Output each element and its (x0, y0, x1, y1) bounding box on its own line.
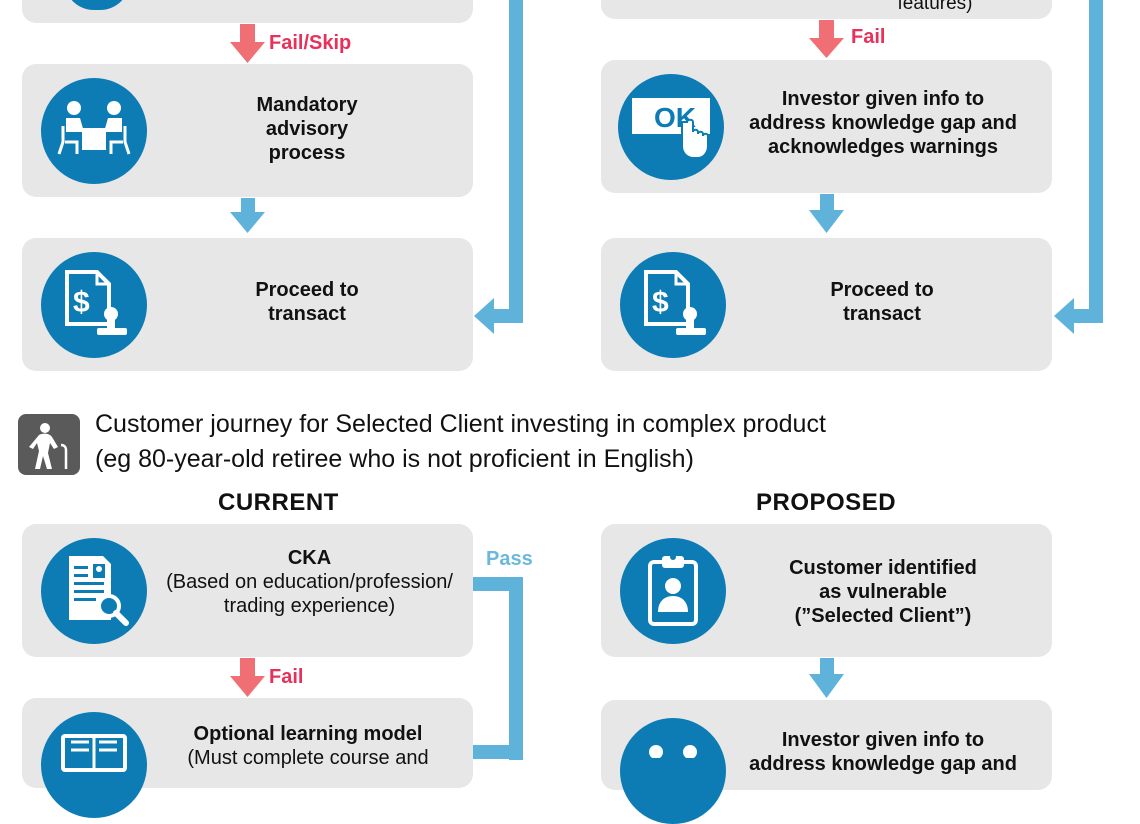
meeting-icon (649, 745, 697, 758)
elderly-person-icon (29, 422, 68, 469)
cut-card-top-right-text: features) (897, 0, 973, 14)
pass-connector-top-left (490, 0, 523, 323)
meeting-icon (57, 101, 131, 155)
investor-line-1: Investor given info to (781, 88, 985, 110)
investor-info-text: Investor given info to address knowledge… (744, 87, 1022, 159)
section-title-line-1: Customer journey for Selected Client inv… (95, 410, 826, 438)
proceed-text-right: Proceed to transact (787, 278, 977, 326)
fail-arrow-bottom-left (230, 658, 265, 697)
svg-text:$: $ (652, 286, 669, 319)
selected-line-1: Customer identified (789, 557, 977, 579)
proposed-column-title: PROPOSED (756, 489, 897, 516)
fail-arrow-top-left (230, 24, 265, 63)
ok-icon-circle: OK (618, 74, 724, 180)
investor-info-card: OK Investor given info to address knowle… (601, 60, 1052, 193)
elderly-person-badge (18, 414, 80, 475)
cka-line-1: (Based on education/profession/ (166, 571, 453, 593)
selected-line-3: (”Selected Client”) (794, 605, 972, 627)
pass-connector-top-right (1070, 0, 1103, 323)
section-title-line-2: (eg 80-year-old retiree who is not profi… (95, 445, 694, 473)
learning-title: Optional learning model (193, 723, 423, 745)
proceed-right-line-1: Proceed to (830, 279, 934, 301)
proceed-card-right: $ Proceed to transact (601, 238, 1052, 371)
cka-text: CKA (Based on education/profession/ trad… (157, 546, 462, 618)
selected-line-2: as vulnerable (819, 581, 947, 603)
advisory-line-3: process (268, 142, 346, 164)
pass-label-bottom-left: Pass (486, 548, 533, 570)
cut-card-top-right (601, 0, 1052, 19)
document-stamp-icon: $ (644, 270, 706, 335)
book-icon (61, 734, 127, 772)
resume-search-icon (69, 556, 129, 626)
ok-button-icon: OK (632, 98, 710, 159)
current-column-title: CURRENT (218, 489, 339, 516)
proceed-left-line-2: transact (268, 303, 346, 325)
transact-icon-circle-right: $ (620, 252, 726, 358)
transact-icon-circle-left: $ (41, 252, 147, 358)
proceed-card-left: $ Proceed to transact (22, 238, 473, 371)
clipboard-person-icon (648, 554, 698, 626)
proceed-text-left: Proceed to transact (212, 278, 402, 326)
cut-card-top-left (22, 0, 473, 23)
down-arrow-top-right (809, 194, 844, 233)
down-arrow-top-left (230, 198, 265, 233)
pass-connector-bottom-left (472, 577, 523, 760)
down-arrow-bottom-right (809, 658, 844, 698)
investor-bottom-line-2: address knowledge gap and (749, 753, 1017, 775)
investor-line-2: address knowledge gap and (749, 112, 1017, 134)
connector-layer (230, 0, 1103, 760)
learning-text: Optional learning model (Must complete c… (172, 722, 444, 770)
advisory-line-1: Mandatory (256, 94, 358, 116)
investor-info-text-bottom: Investor given info to address knowledge… (744, 728, 1022, 776)
learning-icon-circle (41, 712, 147, 818)
investor-bottom-line-1: Investor given info to (781, 729, 985, 751)
fail-label-top-right: Fail (851, 26, 886, 48)
selected-client-text: Customer identified as vulnerable (”Sele… (769, 556, 997, 628)
learning-card: Optional learning model (Must complete c… (22, 698, 473, 818)
meeting-icon-circle-bottom (620, 718, 726, 824)
fail-skip-label-top-left: Fail/Skip (269, 32, 352, 54)
proceed-left-line-1: Proceed to (255, 279, 359, 301)
advisory-line-2: advisory (265, 118, 349, 140)
investor-info-card-bottom: Investor given info to address knowledge… (601, 700, 1052, 824)
pass-arrowhead-top-left (474, 298, 494, 334)
cka-card: CKA (Based on education/profession/ trad… (22, 524, 473, 657)
cka-icon-circle (41, 538, 147, 644)
clipboard-icon-circle (620, 538, 726, 644)
pass-arrowhead-top-right (1054, 298, 1074, 334)
fail-label-bottom-left: Fail (269, 666, 304, 688)
cut-icon-top-left (64, 0, 130, 10)
learning-sub: (Must complete course and (187, 747, 429, 769)
fail-arrow-top-right (809, 20, 844, 58)
selected-client-card: Customer identified as vulnerable (”Sele… (601, 524, 1052, 657)
advisory-text: Mandatory advisory process (212, 93, 402, 165)
proceed-right-line-2: transact (843, 303, 921, 325)
cka-title: CKA (287, 547, 332, 569)
document-stamp-icon: $ (65, 270, 127, 335)
advisory-icon-circle (41, 78, 147, 184)
svg-text:$: $ (73, 286, 90, 319)
advisory-card: Mandatory advisory process (22, 64, 473, 197)
investor-line-3: acknowledges warnings (767, 136, 999, 158)
cka-line-2: trading experience) (223, 595, 396, 617)
